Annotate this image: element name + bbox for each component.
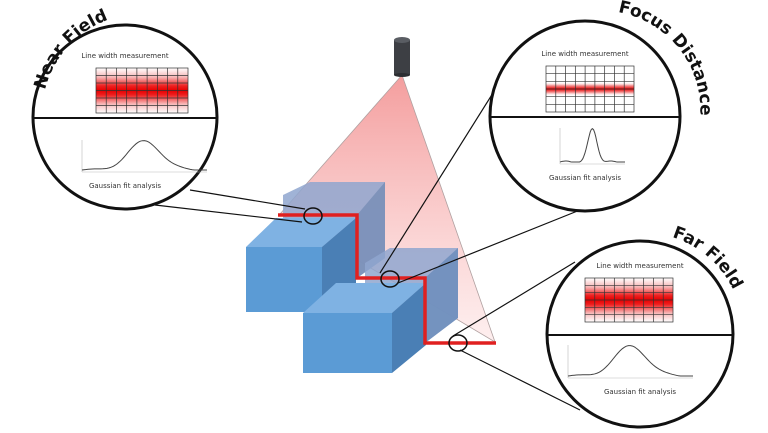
leader-near-upper [189, 189, 306, 210]
gaussian-plot-axes [81, 140, 207, 173]
marker-near-field [303, 207, 323, 225]
leader-near-lower [154, 204, 303, 223]
gaussian-curve [559, 127, 625, 163]
line-width-label: Line width measurement [596, 262, 683, 270]
gaussian-plot-axes [559, 128, 625, 165]
pixel-grid [545, 65, 635, 113]
leader-far-upper [452, 261, 576, 337]
front-block-lower [303, 283, 426, 373]
marker-focus-distance [380, 270, 400, 288]
gaussian-plot-axes [567, 345, 693, 379]
pixel-grid [584, 277, 674, 323]
camera-sensor-icon [394, 37, 410, 77]
pixel-grid [95, 67, 189, 114]
gaussian-curve [567, 345, 693, 377]
gaussian-fit-label: Gaussian fit analysis [89, 182, 161, 190]
line-width-label: Line width measurement [541, 50, 628, 58]
gaussian-fit-label: Gaussian fit analysis [549, 174, 621, 182]
leader-focus-lower [397, 209, 581, 284]
gaussian-fit-label: Gaussian fit analysis [604, 388, 676, 396]
laser-line-profile [278, 213, 496, 345]
gaussian-curve [81, 140, 207, 171]
line-width-label: Line width measurement [81, 52, 168, 60]
marker-far-field [448, 334, 468, 352]
leader-far-lower [459, 349, 581, 411]
